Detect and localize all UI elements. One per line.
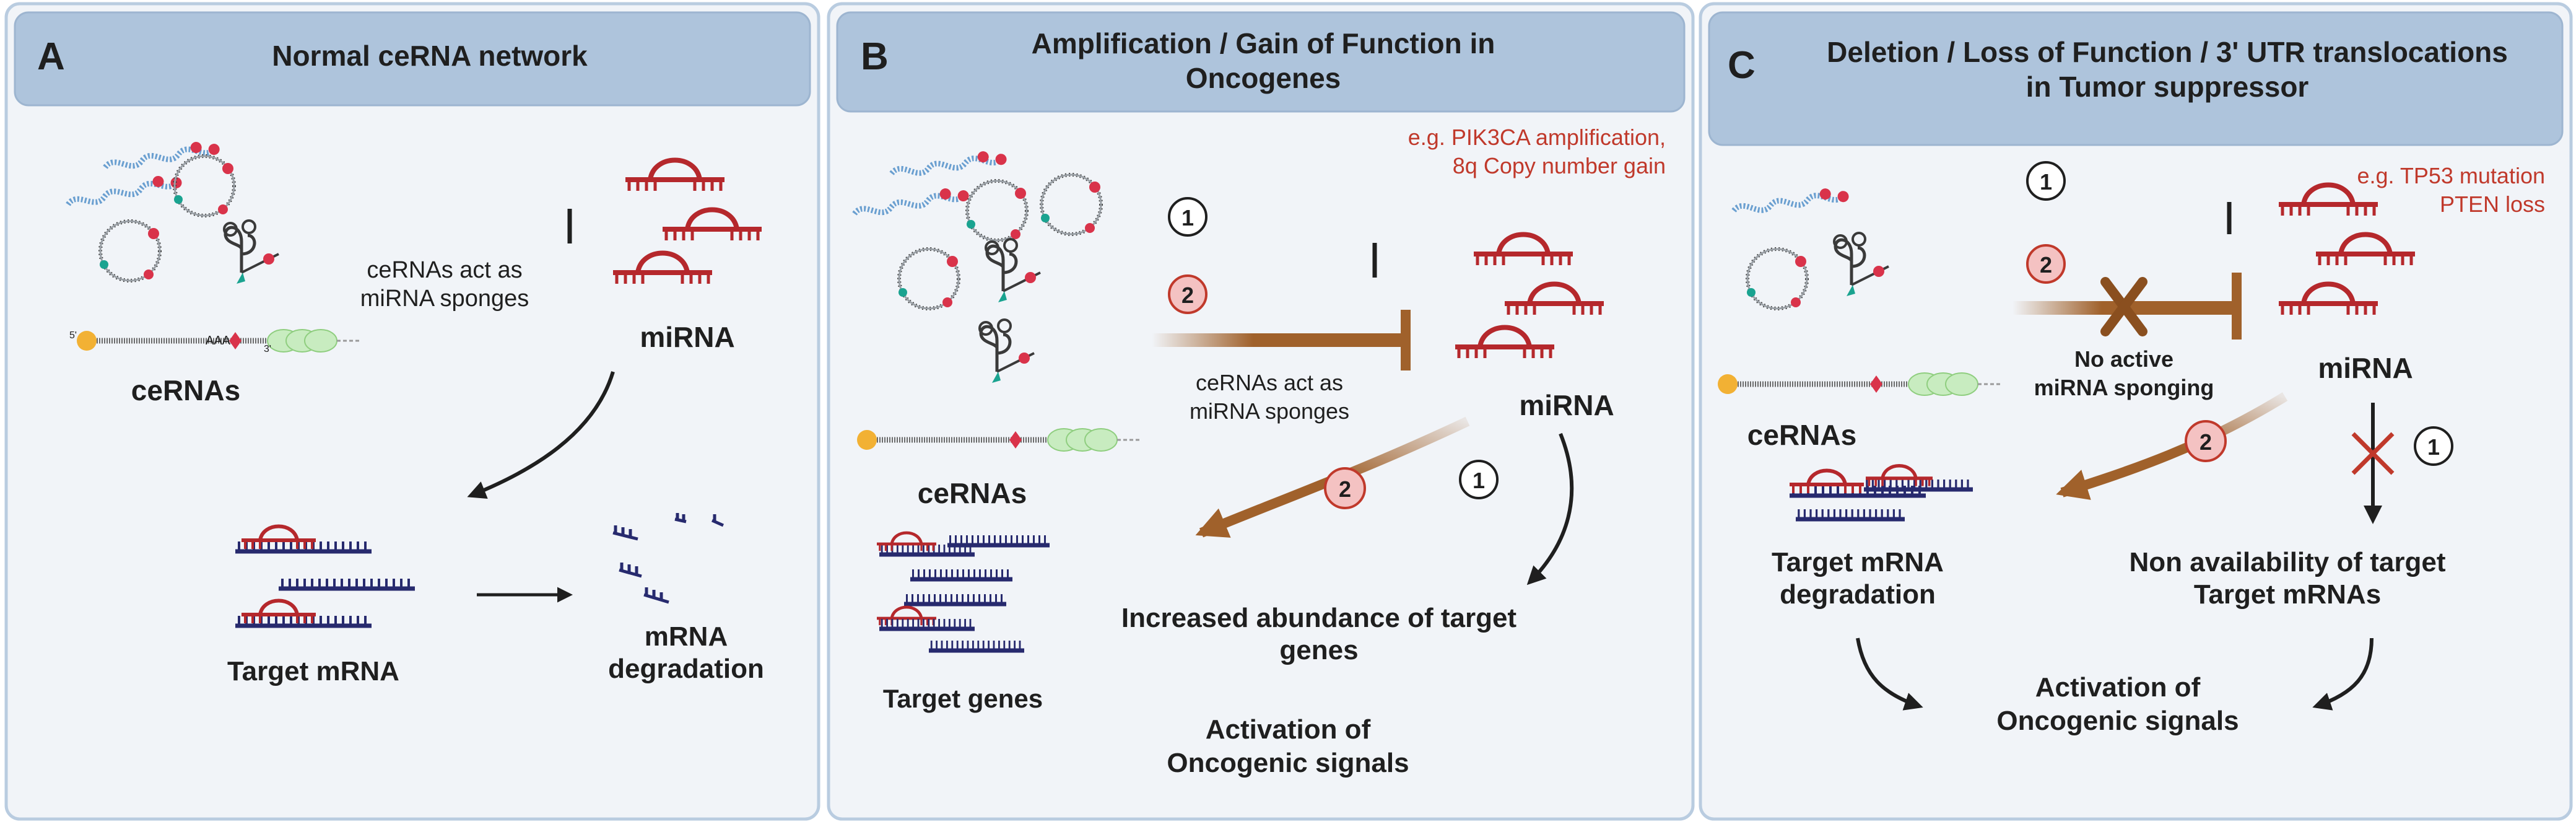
- panel-b-box: [827, 2, 1695, 821]
- panel-b-num2-top: [1168, 274, 1208, 314]
- panel-a-three-prime: 3': [264, 344, 271, 354]
- panel-b-title-line2: Oncogenes: [1186, 62, 1341, 94]
- panel-b-num1-mid: [1459, 460, 1499, 499]
- panel-b-activation-line2: Oncogenic signals: [1167, 748, 1409, 778]
- panel-a-box: [4, 2, 820, 821]
- panel-b-sponge-line1: ceRNAs act as: [1196, 370, 1343, 395]
- panel-a-five-prime: 5': [69, 330, 77, 341]
- panel-c-num1-top: [2026, 161, 2066, 201]
- panel-a-title: Normal ceRNA network: [272, 40, 588, 72]
- panel-b-increased-line2: genes: [1279, 635, 1358, 665]
- panel-c-num2-top-text: 2: [2040, 252, 2052, 278]
- panel-b-num2-mid-text: 2: [1339, 476, 1351, 502]
- panel-b-num2-top-text: 2: [1181, 283, 1194, 308]
- panel-c-non-avail-line2: Target mRNAs: [2194, 579, 2381, 610]
- panel-c-num2-mid-text: 2: [2200, 429, 2212, 455]
- panel-a-cerna-label: ceRNAs: [131, 374, 240, 406]
- panel-c-num2-top: [2026, 244, 2066, 284]
- panel-a-fragments: [612, 513, 724, 604]
- panel-c-example-line2: PTEN loss: [2440, 191, 2545, 217]
- panel-b-increased-line1: Increased abundance of target: [1121, 603, 1517, 633]
- panel-b-inhibit-bar-2: [1401, 310, 1411, 370]
- panel-b-black-arrow: [1526, 432, 1574, 585]
- panel-c-mirna-label: miRNA: [2318, 352, 2413, 384]
- panel-c-num1-mid: [2414, 426, 2453, 466]
- panel-b-target-genes-label: Target genes: [883, 684, 1043, 713]
- panel-b-sponge-line2: miRNA sponges: [1190, 398, 1349, 424]
- panel-c-num2-mid: [2185, 420, 2227, 462]
- panel-c-title-line1: Deletion / Loss of Function / 3' UTR tra…: [1827, 36, 2508, 68]
- panel-b-letter: B: [861, 35, 889, 78]
- panel-c-cerna-label: ceRNAs: [1747, 419, 1856, 451]
- panel-a-cerna-icons: 5' 3' AAA: [66, 138, 359, 354]
- panel-c-no-sponge-line1: No active: [2074, 346, 2174, 372]
- panel-b-num1-top: [1168, 197, 1208, 237]
- panel-b-num2-mid: [1324, 467, 1366, 509]
- panel-c-non-avail-line1: Non availability of target: [2130, 547, 2446, 577]
- panel-a-mirna-label: miRNA: [640, 321, 734, 353]
- panel-c-num1-top-text: 1: [2040, 169, 2052, 195]
- panel-b: B Amplification / Gain of Function in On…: [827, 2, 1695, 821]
- panel-c-activation-line2: Oncogenic signals: [1996, 706, 2239, 736]
- panel-a-header: [14, 11, 811, 107]
- panel-b-inhibit-line-2: [1152, 333, 1406, 347]
- panel-b-example-line2: 8q Copy number gain: [1453, 153, 1666, 178]
- panel-a-polya: AAA: [206, 334, 231, 348]
- panel-a-curved-arrow: [467, 371, 615, 499]
- panel-c-no-sponge-line2: miRNA sponging: [2034, 375, 2214, 400]
- panel-a-sponge-line1: ceRNAs act as: [367, 257, 522, 283]
- panel-b-cerna-label: ceRNAs: [918, 477, 1027, 509]
- panel-c-box: [1699, 2, 2573, 821]
- panel-b-title-line1: Amplification / Gain of Function in: [1032, 27, 1495, 59]
- panel-a-degradation-line2: degradation: [608, 654, 764, 684]
- panel-c-letter: C: [1728, 44, 1756, 87]
- panel-a-sponge-line2: miRNA sponges: [360, 286, 529, 312]
- panel-c-right-arrow: [2312, 638, 2374, 711]
- panel-c-left-arrow: [1856, 638, 1923, 711]
- panel-a-degradation-line1: mRNA: [645, 621, 728, 652]
- panel-b-example-line1: e.g. PIK3CA amplification,: [1408, 125, 1666, 150]
- panel-b-mirna-label: miRNA: [1519, 389, 1614, 421]
- panel-c-block-x: [2100, 277, 2147, 336]
- panel-a: A Normal ceRNA network 5' 3' AAA ceRNAs …: [4, 2, 820, 821]
- panel-a-target-label: Target mRNA: [227, 656, 399, 686]
- panel-b-num1-mid-text: 1: [1473, 468, 1485, 493]
- panel-c-activation-line1: Activation of: [2035, 672, 2201, 703]
- panel-c-inhibit-bar-2: [2232, 273, 2242, 340]
- panel-c-title-line2: in Tumor suppressor: [2026, 71, 2309, 103]
- panel-c-header: [1708, 11, 2564, 146]
- panel-c-target-deg-line2: degradation: [1780, 579, 1936, 610]
- panel-a-letter: A: [37, 35, 65, 78]
- panel-b-activation-line1: Activation of: [1206, 714, 1371, 745]
- panel-c: C Deletion / Loss of Function / 3' UTR t…: [1699, 2, 2573, 821]
- panel-c-red-x: [2351, 432, 2395, 475]
- panel-b-brown-arrow: [1195, 416, 1470, 538]
- panel-c-brown-arrow: [2056, 392, 2288, 500]
- panel-b-num1-top-text: 1: [1181, 205, 1194, 230]
- panel-c-num1-mid-text: 1: [2427, 434, 2440, 460]
- panel-b-header: [836, 11, 1686, 113]
- panel-c-target-deg-line1: Target mRNA: [1772, 547, 1944, 577]
- panel-c-example-line1: e.g. TP53 mutation: [2357, 163, 2545, 188]
